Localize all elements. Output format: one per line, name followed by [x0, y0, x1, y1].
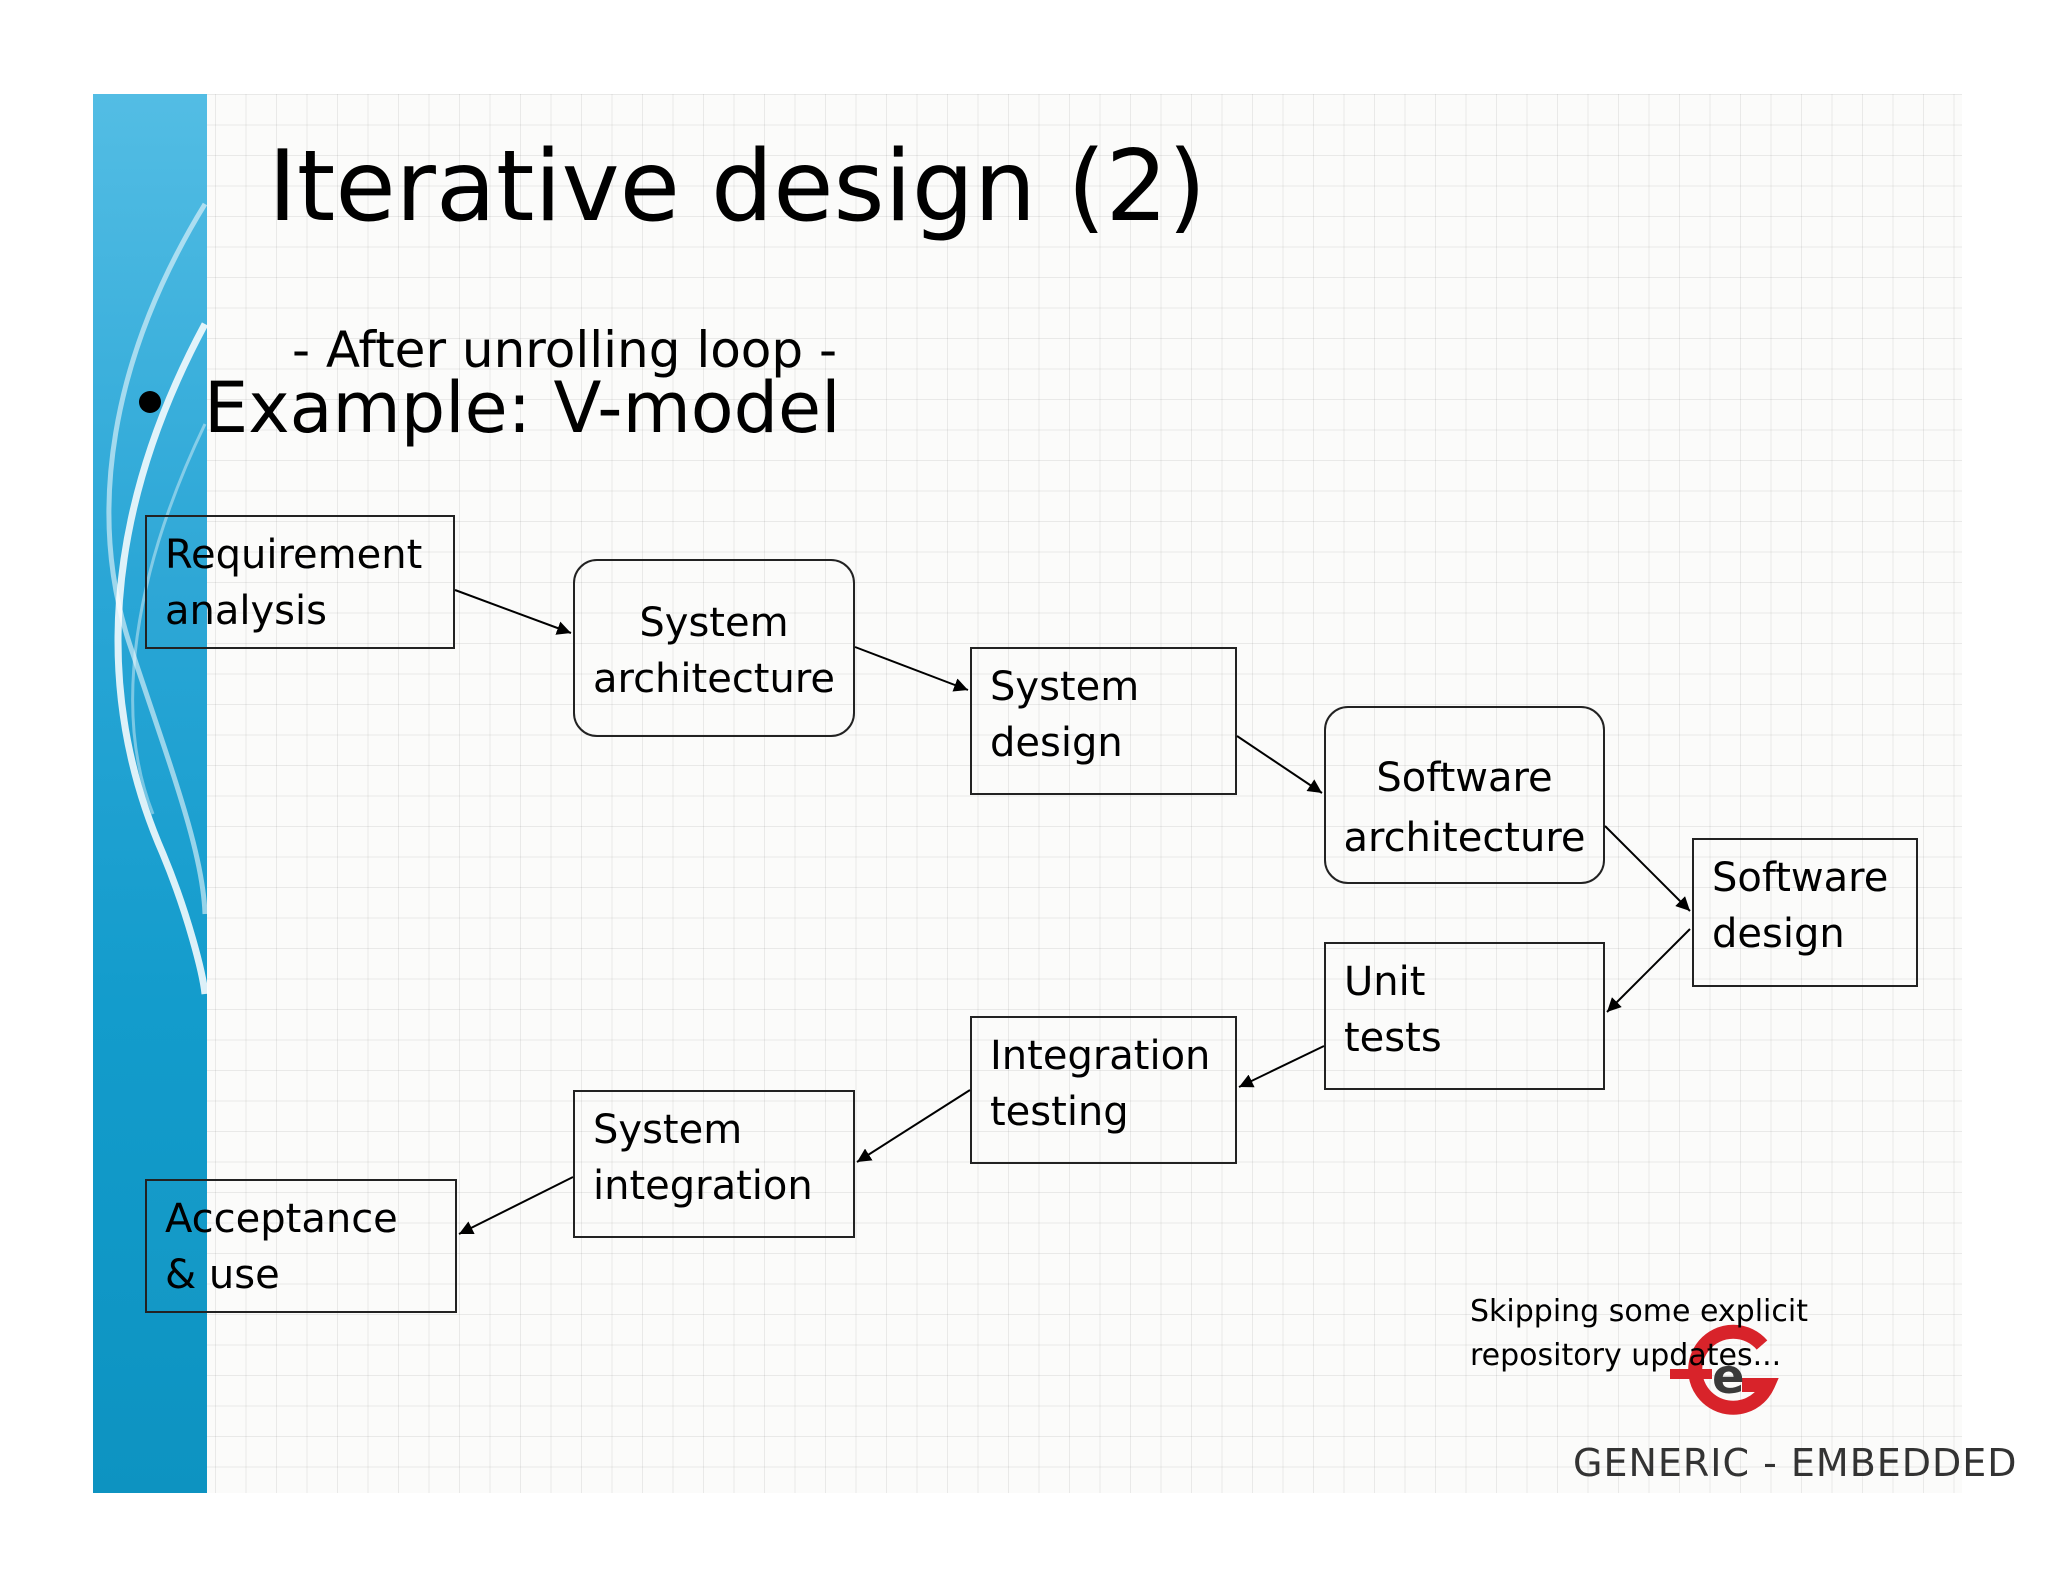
node-label-line: Integration: [990, 1033, 1211, 1079]
side-band: [93, 94, 207, 1493]
node-label-line: Requirement: [165, 532, 423, 578]
node-label-line: Software: [1712, 855, 1889, 901]
node-label-line: Acceptance: [165, 1196, 398, 1242]
node-label-line: design: [990, 720, 1123, 766]
node-system-design: System design: [970, 647, 1237, 795]
node-integration-testing: Integration testing: [970, 1016, 1237, 1164]
node-system-integration: System integration: [573, 1090, 855, 1238]
footnote-line: repository updates...: [1470, 1338, 1782, 1373]
node-label-line: architecture: [1343, 815, 1586, 861]
node-requirement-analysis: Requirement analysis: [145, 515, 455, 649]
node-label-line: Unit: [1344, 959, 1426, 1005]
slide-title: Iterative design (2): [268, 130, 1207, 244]
logo-wordmark: GENERIC - EMBEDDED: [1573, 1441, 2018, 1485]
node-label-line: System: [990, 664, 1140, 710]
node-software-architecture: Software architecture: [1324, 706, 1605, 884]
node-unit-tests: Unit tests: [1324, 942, 1605, 1090]
node-software-design: Software design: [1692, 838, 1918, 987]
node-label-line: Software: [1376, 755, 1553, 801]
bullet-text: Example: V-model: [204, 367, 841, 449]
logo-mark-letter: e: [1712, 1349, 1745, 1405]
swoosh-decoration: [106, 202, 209, 995]
node-label-line: architecture: [592, 656, 836, 702]
node-label-line: design: [1712, 911, 1845, 957]
node-acceptance-use: Acceptance & use: [145, 1179, 457, 1313]
generic-embedded-logo-mark: e: [1670, 1324, 1779, 1415]
footnote-line: Skipping some explicit: [1470, 1294, 1808, 1329]
node-label-line: analysis: [165, 588, 327, 634]
node-label-line: tests: [1344, 1015, 1442, 1061]
node-system-architecture: System architecture: [573, 559, 855, 737]
bullet-dot: [139, 391, 161, 413]
slide-subtitle: - After unrolling loop -: [292, 321, 838, 379]
node-label-line: & use: [165, 1252, 280, 1298]
node-label-line: System: [593, 1107, 743, 1153]
node-label-line: System: [639, 600, 789, 646]
node-label-line: testing: [990, 1089, 1129, 1135]
footnote: Skipping some explicit repository update…: [1470, 1290, 1808, 1378]
node-label-line: integration: [593, 1163, 813, 1209]
